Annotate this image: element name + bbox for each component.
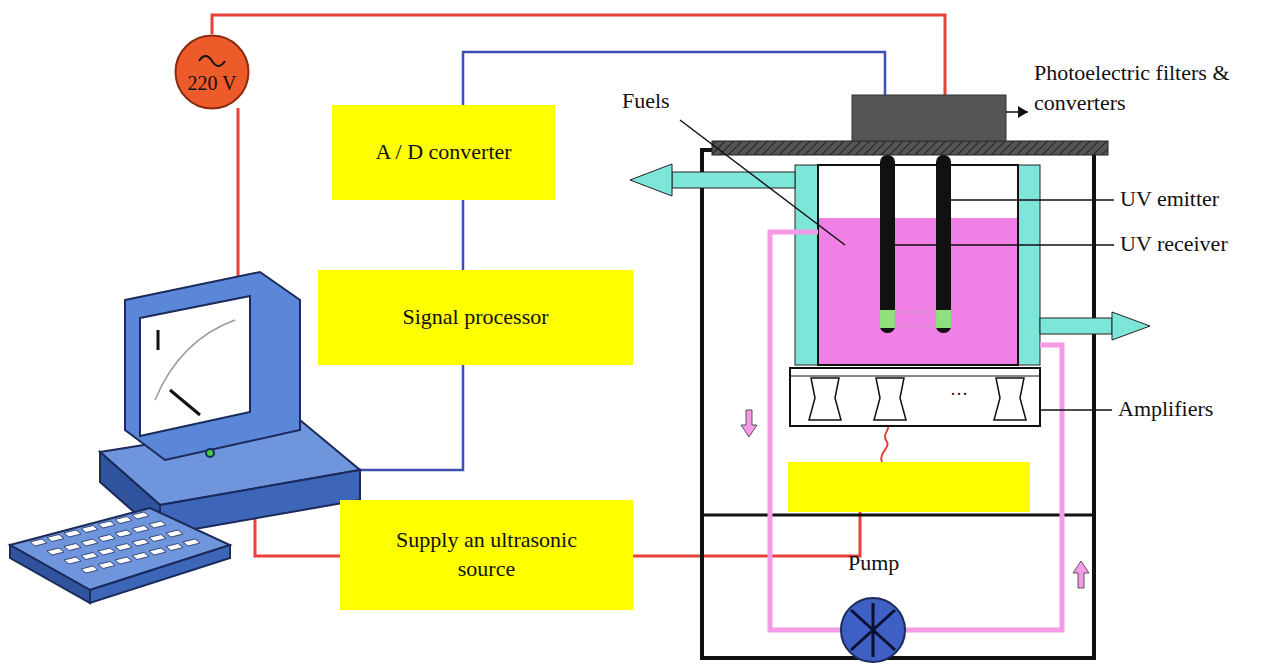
part-label: Photoelectric filters & converters bbox=[1034, 58, 1254, 117]
processor-box: Signal processor bbox=[318, 270, 633, 365]
fuel-cell bbox=[818, 165, 1018, 365]
leader-line bbox=[680, 112, 1114, 410]
transducer-wire bbox=[881, 425, 888, 462]
node-label: 220 V bbox=[187, 70, 236, 96]
part-label: Fuels bbox=[622, 86, 670, 116]
computer-illustration bbox=[10, 272, 360, 603]
keyboard-keys bbox=[30, 512, 200, 573]
part-label: Amplifiers bbox=[1118, 394, 1213, 424]
leader-arrowhead bbox=[1018, 106, 1028, 118]
amplifier-array bbox=[790, 368, 1040, 426]
ultrasonic-generator-box bbox=[788, 462, 1030, 512]
ellipsis-mark: ··· bbox=[950, 382, 968, 406]
node-label: Supply an ultrasonic source bbox=[387, 526, 587, 583]
flow-arrow bbox=[741, 410, 1089, 588]
node-label: Signal processor bbox=[402, 303, 548, 332]
uv-tubes bbox=[880, 155, 951, 333]
part-label: UV emitter bbox=[1120, 184, 1219, 214]
part-label: UV receiver bbox=[1120, 229, 1228, 259]
fuel-liquid bbox=[818, 218, 1018, 365]
photoelectric-box bbox=[852, 95, 1006, 141]
power-source: 220 V bbox=[174, 34, 250, 110]
signal-wire bbox=[462, 200, 465, 270]
pump-symbol bbox=[841, 598, 905, 662]
node-label: A / D converter bbox=[375, 138, 511, 167]
part-label: Pump bbox=[848, 548, 899, 578]
converter-box: A / D converter bbox=[332, 105, 555, 200]
circulation-loop bbox=[770, 232, 1062, 630]
supply-box: Supply an ultrasonic source bbox=[340, 500, 633, 610]
